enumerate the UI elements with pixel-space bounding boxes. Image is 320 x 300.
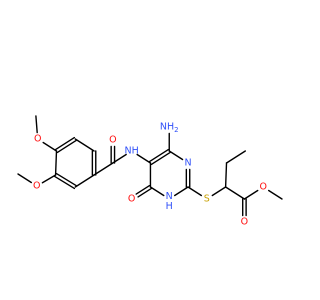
atom-label-n-amide: NH xyxy=(125,146,139,157)
atom-label-o-keto: O xyxy=(128,194,135,205)
bond-Ca3-Ca2-double-0 xyxy=(55,172,77,187)
bond-C4-N_ring3 xyxy=(168,150,184,161)
atom-label-n-amino: NH2 xyxy=(160,122,179,135)
bond-Ca5-Ca4-double-0 xyxy=(56,139,77,154)
bond-N_ring1-C6 xyxy=(149,186,165,197)
bond-Ca3-O_meo2 xyxy=(41,174,57,184)
bond-C5-C4-double-1 xyxy=(150,151,171,166)
bond-Cb-Cm xyxy=(225,150,247,164)
bond-O_ester-Cme xyxy=(267,189,283,200)
bond-C2-S xyxy=(187,186,203,197)
bond-Ca2-Ca1 xyxy=(74,174,95,188)
atom-label-s: S xyxy=(204,194,210,205)
bond-S-Ca xyxy=(211,186,227,197)
atom-label-o-meo2: O xyxy=(33,181,40,192)
bond-layer xyxy=(17,115,283,217)
bond-Cc-N_amide xyxy=(112,153,127,164)
bond-Ca4-Ca3 xyxy=(54,150,58,176)
bond-C6-O_keto-double-0 xyxy=(137,187,153,198)
bond-N_amide-C5 xyxy=(136,153,152,164)
atom-label-o-ester-carbonyl: O xyxy=(241,217,248,228)
bond-C6-O_keto-double-1 xyxy=(135,184,151,195)
atom-label-n-ring3: N xyxy=(184,158,191,169)
bond-Ca-Cest xyxy=(224,186,246,200)
bond-Ca6-Ca5 xyxy=(74,138,95,152)
bond-O_meo2-Me2 xyxy=(17,173,33,184)
bond-C5-C4-double-0 xyxy=(148,148,170,163)
atom-label-o-meo1: O xyxy=(34,134,41,145)
bond-C2-N_ring1 xyxy=(174,186,189,197)
bond-Ca3-Ca2-double-1 xyxy=(54,175,76,190)
bond-Ca-Cb xyxy=(224,162,228,188)
atom-label-o-ester: O xyxy=(259,182,266,193)
bond-O_meo1-Ca4 xyxy=(42,141,58,152)
bond-Ca1-Cc xyxy=(93,162,114,176)
bond-Ca5-Ca4-double-1 xyxy=(54,136,76,151)
bond-Me1-O_meo1 xyxy=(35,115,38,134)
atom-label-o-amide: O xyxy=(109,135,116,146)
bond-Cest-O_ester xyxy=(243,189,259,200)
